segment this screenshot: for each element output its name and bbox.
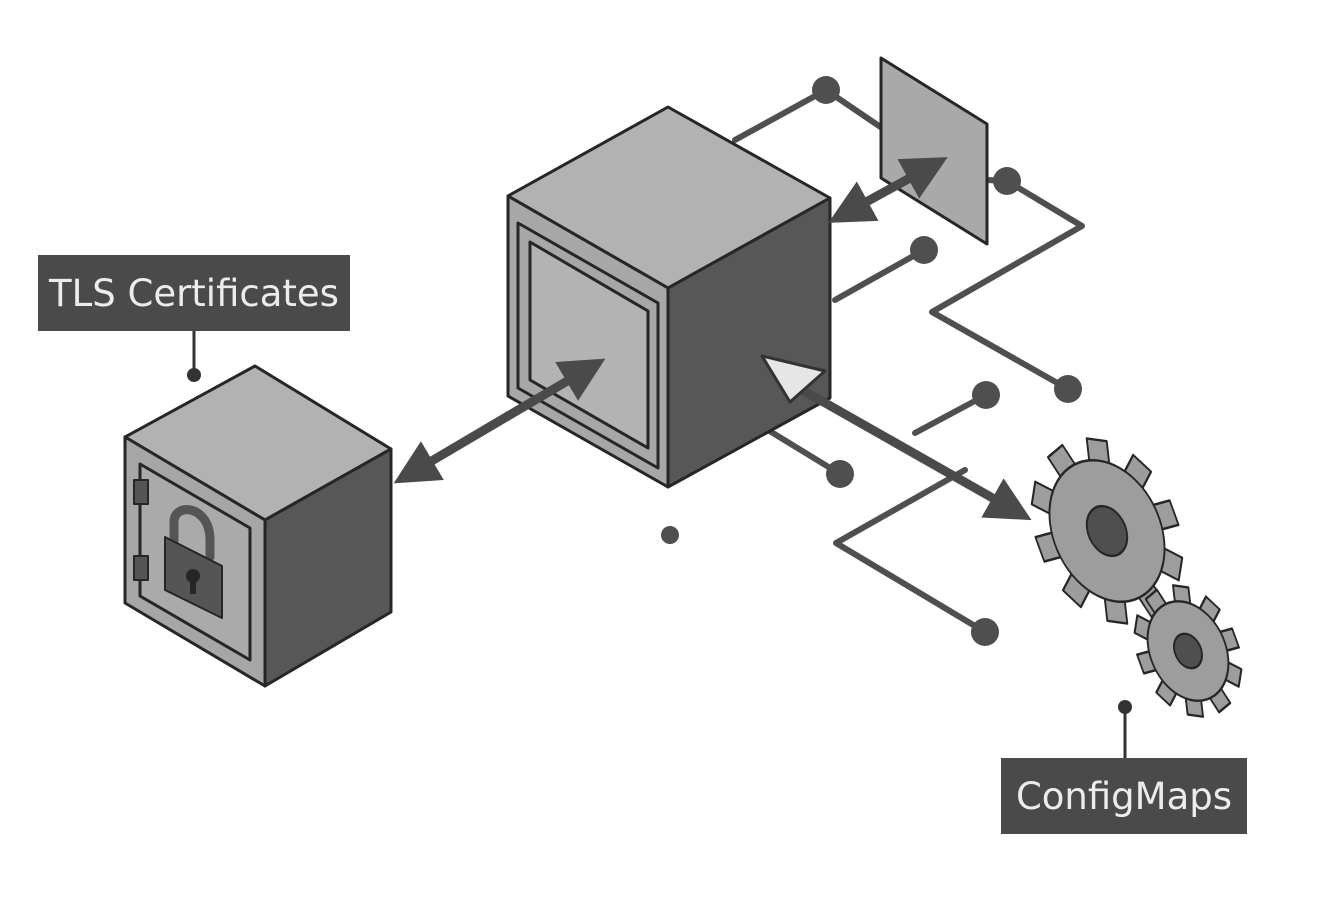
- connector-node: [661, 526, 679, 544]
- leader-dot-config: [1118, 700, 1132, 714]
- connector-node: [993, 167, 1021, 195]
- cube-door-outer: [516, 221, 660, 470]
- tls-certificates-label-text: TLS Certificates: [49, 271, 339, 315]
- connector-node: [812, 76, 840, 104]
- safe-right-face: [263, 447, 393, 688]
- large-gear-icon: [1030, 437, 1184, 625]
- connector-node: [1054, 375, 1082, 403]
- locked-safe-icon: [123, 364, 393, 688]
- safe-hinge: [133, 555, 149, 581]
- configmaps-label: ConfigMaps: [1001, 758, 1247, 834]
- arrow-panel-cube: [828, 157, 948, 223]
- connector-line: [832, 247, 927, 303]
- tls-certificates-label: TLS Certificates: [38, 255, 350, 331]
- cube-right-face: [666, 196, 832, 489]
- connector-node: [826, 460, 854, 488]
- arrows: [393, 157, 1032, 521]
- leader-dot-tls: [187, 368, 201, 382]
- arrow-config-cube-head: [760, 354, 827, 404]
- connector-node: [971, 618, 999, 646]
- connector-node: [972, 381, 1000, 409]
- connector-node: [910, 236, 938, 264]
- small-gear-icon: [1133, 584, 1243, 718]
- safe-hinge: [133, 479, 149, 505]
- cube-server-icon: [506, 105, 832, 489]
- lock-shackle: [169, 505, 215, 562]
- lock-keyhole-slot: [190, 578, 196, 594]
- arrow-config-cube-shaft: [787, 379, 1032, 521]
- panel-icon: [879, 56, 989, 246]
- connector-line: [732, 87, 885, 143]
- connector-line: [833, 467, 988, 635]
- connector-nodes: [661, 76, 1082, 646]
- arrow-safe-cube: [393, 358, 606, 484]
- gears-icon: [1030, 437, 1243, 718]
- label-leaders: [187, 331, 1132, 758]
- configmaps-label-text: ConfigMaps: [1015, 774, 1233, 818]
- lock-keyhole: [186, 569, 200, 583]
